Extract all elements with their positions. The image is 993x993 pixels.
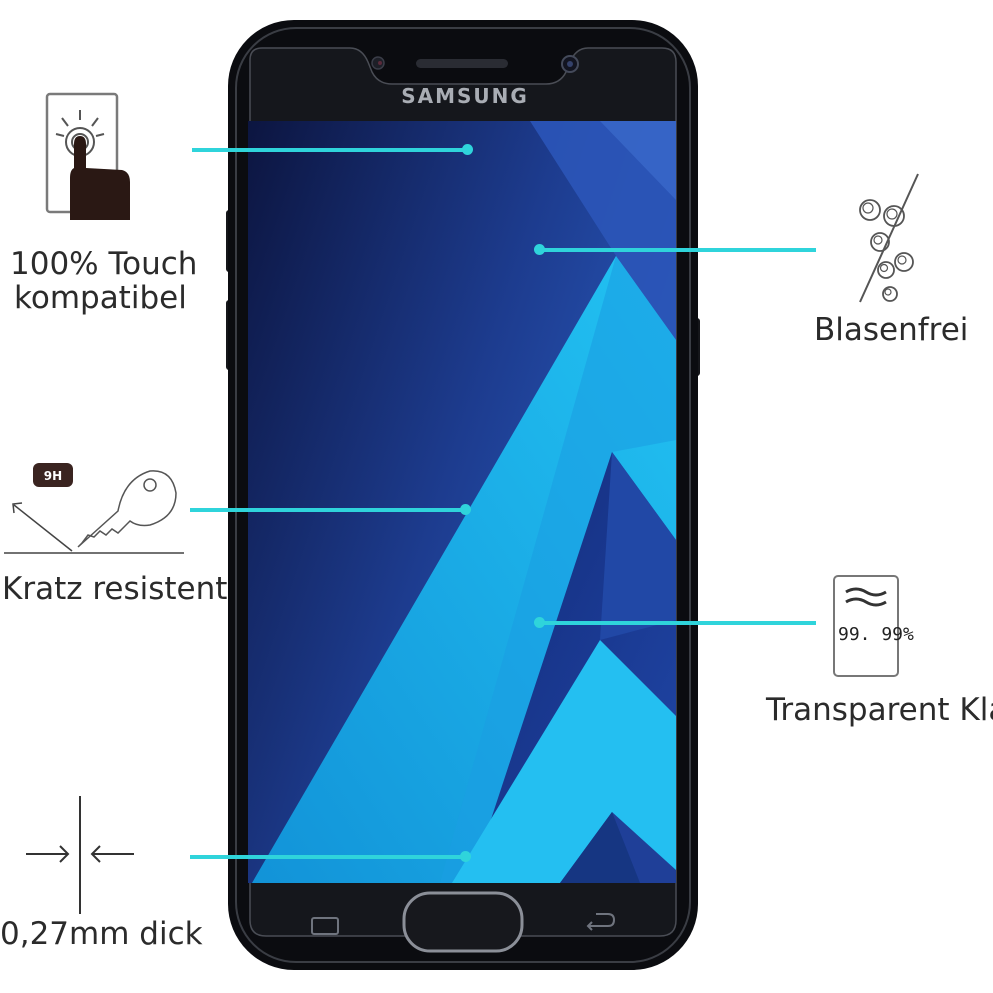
feature-clarity: 99. 99% Transparent Klar — [760, 572, 993, 742]
callout-line-clarity — [540, 621, 816, 625]
screen-wallpaper — [248, 121, 676, 883]
callout-line-thickness — [190, 855, 468, 859]
feature-hardness: 9H Kratz resistent — [0, 455, 227, 615]
touch-label-line1: 100% Touch — [10, 246, 198, 282]
clarity-card-icon: 99. 99% — [833, 575, 914, 677]
callout-dot-thickness — [460, 851, 471, 862]
no-bubbles-icon — [859, 173, 919, 303]
feature-bubbles: Blasenfrei — [808, 170, 988, 350]
clarity-value: 99. 99% — [838, 624, 914, 645]
recent-apps-icon — [311, 917, 339, 935]
hardness-badge: 9H — [44, 469, 62, 483]
callout-dot-hardness — [460, 504, 471, 515]
callout-line-bubbles — [540, 248, 816, 252]
feature-touch: 100% Touch kompatibel — [0, 90, 197, 320]
callout-line-hardness — [190, 508, 468, 512]
back-icon — [588, 913, 616, 927]
home-button — [402, 891, 524, 953]
touch-label-line2: kompatibel — [14, 280, 187, 316]
thickness-label: 0,27mm dick — [0, 916, 203, 952]
earpiece — [416, 59, 508, 68]
clarity-label: Transparent Klar — [766, 692, 993, 728]
bubbles-label: Blasenfrei — [814, 312, 969, 348]
callout-dot-touch — [462, 144, 473, 155]
touch-finger-icon — [45, 92, 130, 220]
key-scratch-icon: 9H — [4, 463, 184, 554]
callout-dot-bubbles — [534, 244, 545, 255]
feature-thickness: 0,27mm dick — [0, 792, 203, 962]
thickness-arrows-icon — [26, 796, 134, 914]
brand-logo: SAMSUNG — [401, 84, 529, 108]
hardness-label: Kratz resistent — [2, 571, 228, 607]
callout-dot-clarity — [534, 617, 545, 628]
callout-line-touch — [192, 148, 468, 152]
